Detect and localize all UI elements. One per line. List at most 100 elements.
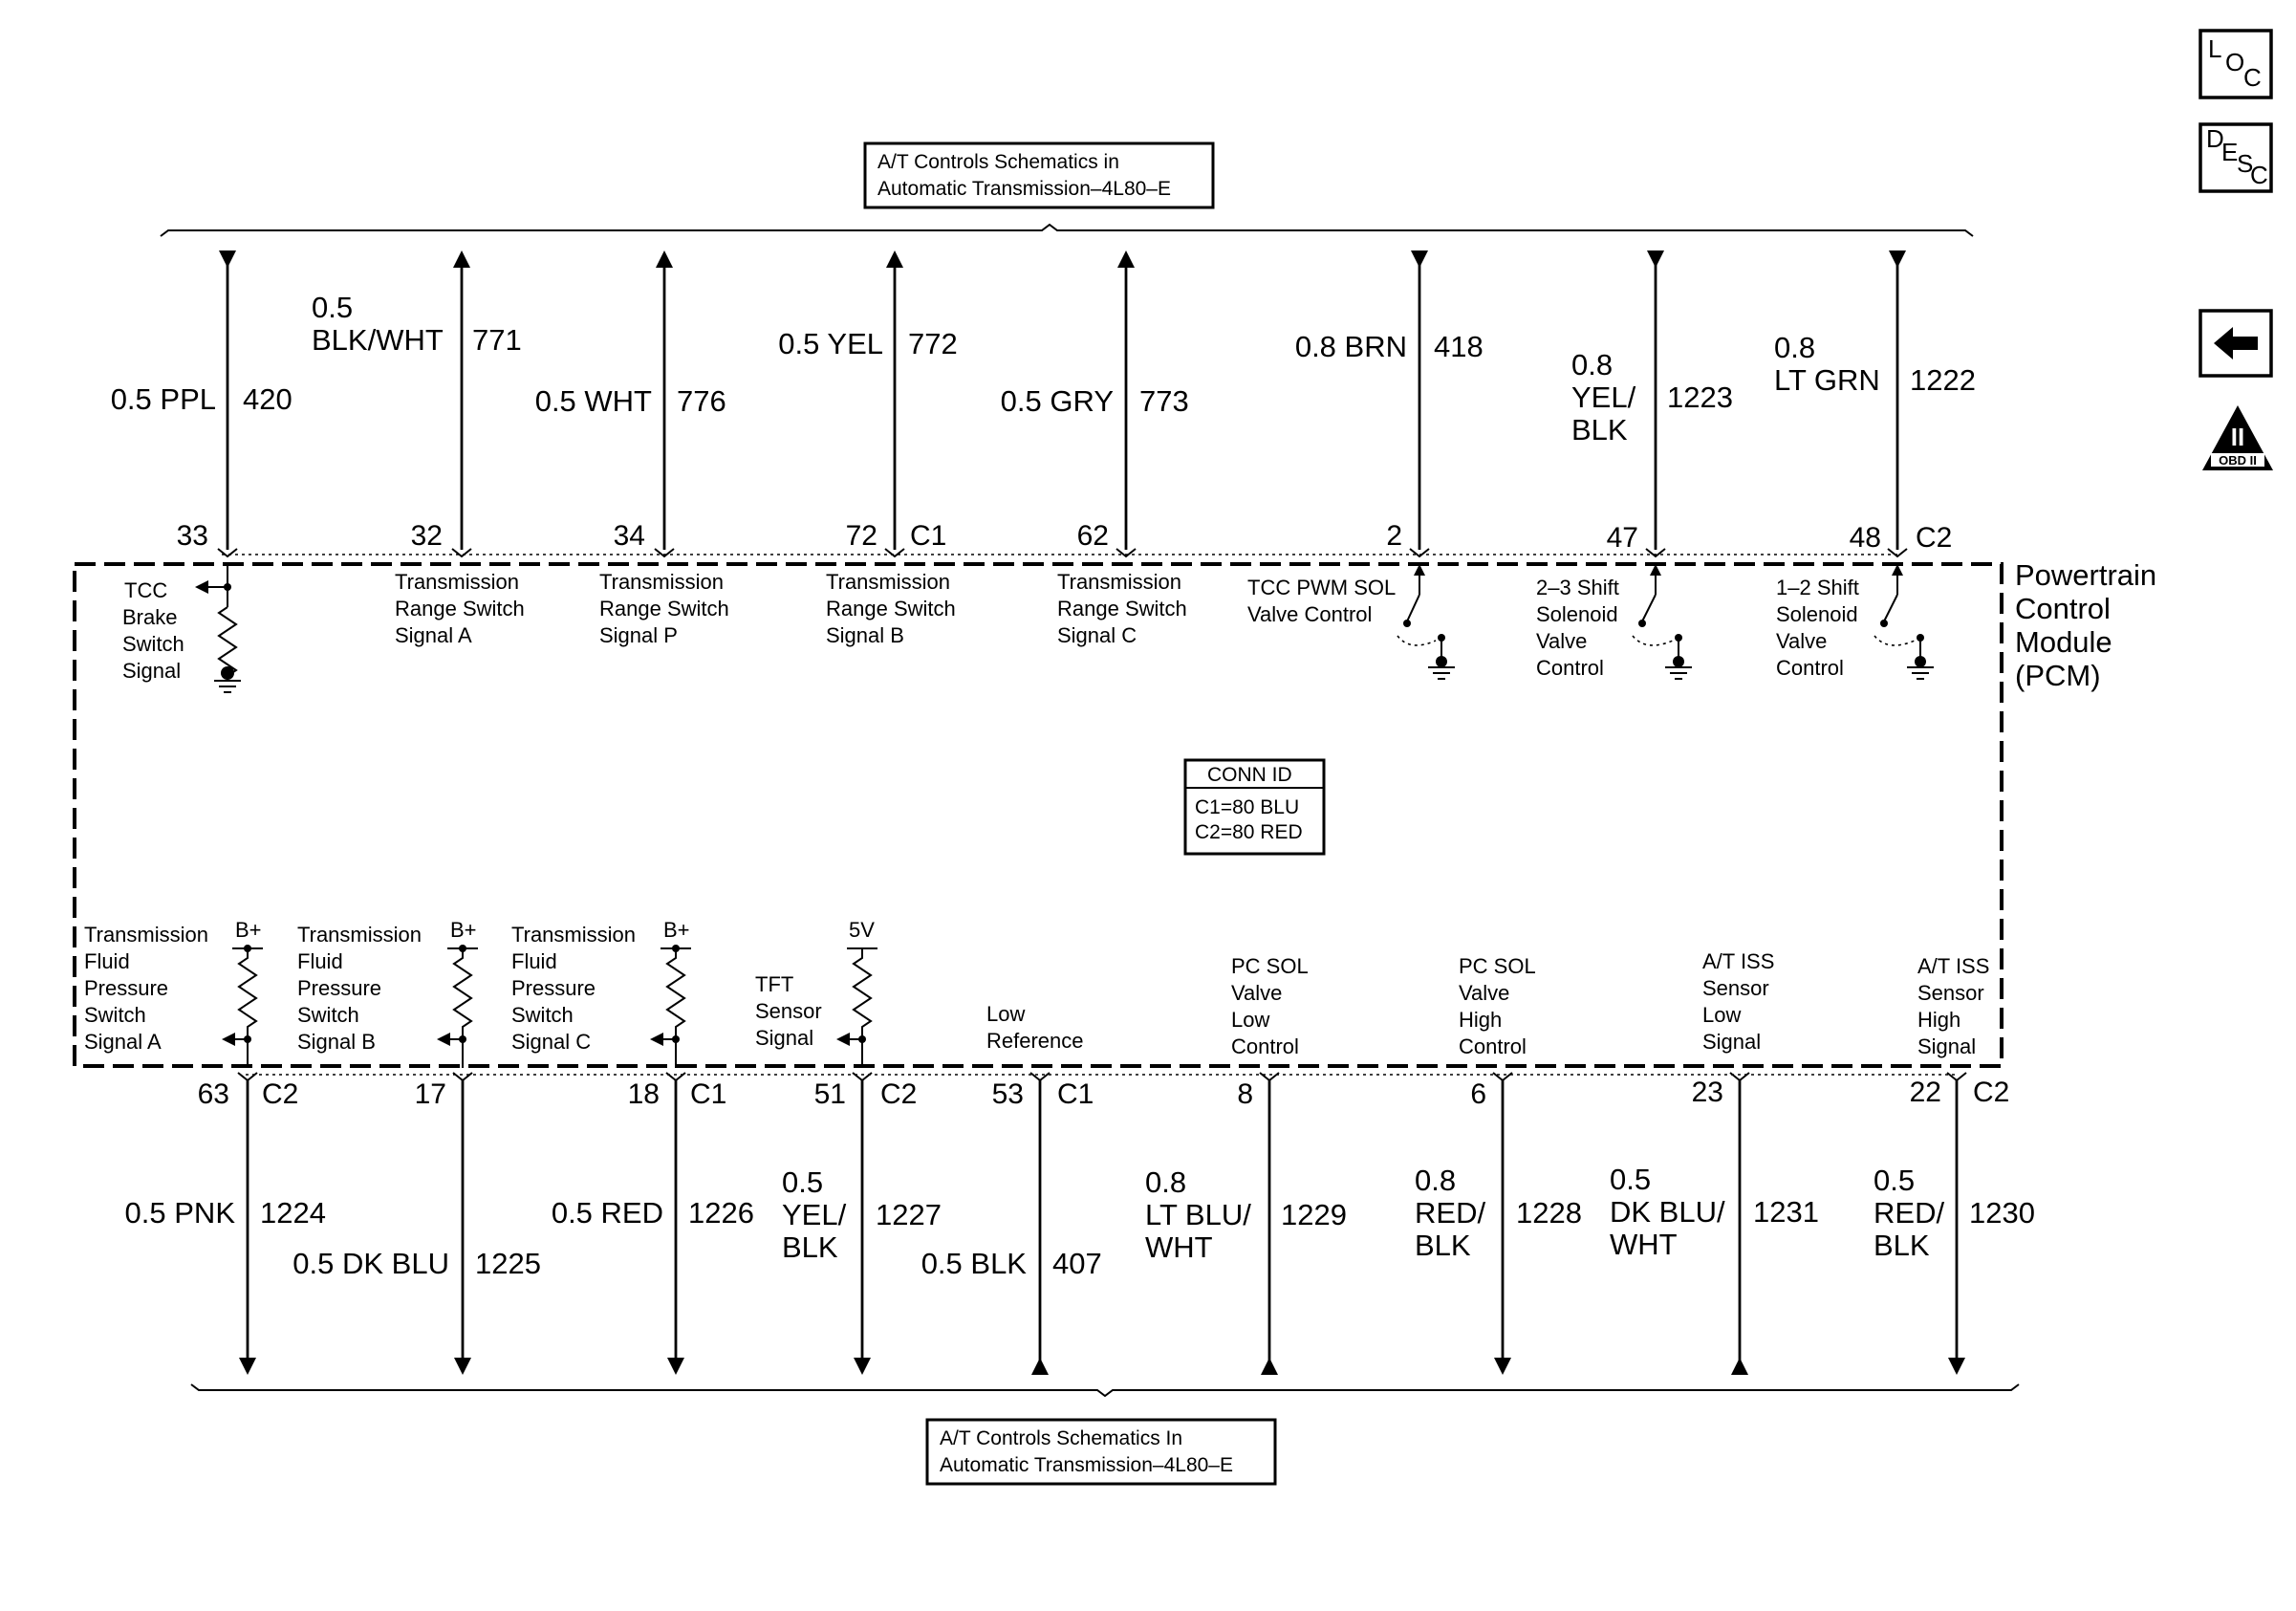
circuit-number: 407 [1052, 1247, 1102, 1280]
bottom-circuit-pin-8[interactable]: 8 0.8 LT BLU/ WHT 1229 PC SOL Valve Low … [1145, 954, 1347, 1375]
bottom-circuit-pin-63[interactable]: B+ 63 C2 0.5 PNK 1224 Transmission Fluid… [84, 918, 326, 1375]
circuit-description-line: Low [1702, 1003, 1741, 1027]
circuit-description-line: Valve [1231, 981, 1282, 1005]
circuit-number: 776 [677, 384, 726, 418]
top-circuit-pin-32[interactable]: 0.5 BLK/WHT 771 32 Transmission Range Sw… [312, 250, 525, 647]
bottom-reference-line2: Automatic Transmission–4L80–E [940, 1454, 1233, 1476]
pin-number: 17 [415, 1078, 446, 1110]
circuit-description-line: Signal [122, 659, 181, 683]
circuit-number: 1228 [1516, 1196, 1582, 1230]
pin-number: 22 [1910, 1077, 1941, 1108]
wire-color-label: 0.8 [1571, 348, 1613, 381]
circuit-description-line: Signal C [1057, 623, 1137, 647]
obd-ii-icon[interactable]: II OBD II [2202, 405, 2273, 470]
bottom-circuit-pin-18[interactable]: B+ 18 C1 0.5 RED 1226 Transmission Fluid… [511, 918, 754, 1375]
connector-id: C1 [1057, 1078, 1094, 1110]
circuit-description-line: Signal B [826, 623, 904, 647]
bottom-circuit-pin-22[interactable]: 22 C2 0.5 RED/ BLK 1230 A/T ISS Sensor H… [1874, 954, 2035, 1375]
top-reference-line2: Automatic Transmission–4L80–E [877, 178, 1171, 200]
circuit-number: 420 [243, 382, 292, 416]
back-arrow-icon[interactable] [2199, 309, 2273, 378]
bottom-circuit-pin-51[interactable]: 5V 51 C2 0.5 YEL/ BLK 1227 TFT Sensor Si… [755, 918, 942, 1375]
wire-color-label: 0.5 [1610, 1163, 1651, 1196]
circuit-description-line: High [1917, 1008, 1960, 1032]
wire-color-label: 0.5 BLK [921, 1247, 1028, 1280]
circuit-description-line: A/T ISS [1917, 954, 1989, 978]
pin-number: 8 [1237, 1078, 1253, 1110]
wire-color-label: 0.8 [1145, 1165, 1186, 1199]
circuit-description-line: Sensor [1702, 976, 1769, 1000]
wire-color-label: YEL/ [1571, 381, 1636, 414]
pin-number: 53 [992, 1078, 1024, 1110]
bottom-reference-box[interactable]: A/T Controls Schematics In Automatic Tra… [925, 1418, 1277, 1486]
circuit-description-line: Brake [122, 605, 177, 629]
circuit-description-line: Fluid [297, 949, 343, 973]
bottom-circuit-pin-23[interactable]: 23 0.5 DK BLU/ WHT 1231 A/T ISS Sensor L… [1610, 949, 1819, 1375]
loc-letter: C [2243, 63, 2262, 92]
pin-number: 48 [1850, 522, 1881, 554]
wire-color-label: 0.5 WHT [535, 384, 652, 418]
pin-number: 34 [614, 520, 645, 552]
circuit-description-line: Control [1536, 656, 1604, 680]
top-circuit-pin-62[interactable]: 0.5 GRY 773 62 Transmission Range Switch… [1001, 250, 1189, 647]
wire-color-label: 0.5 [312, 291, 353, 324]
circuit-description-line: Sensor [755, 999, 822, 1023]
wire-color-label: 0.8 BRN [1295, 330, 1407, 363]
wire-color-label: 0.5 DK BLU [292, 1247, 449, 1280]
circuit-number: 1229 [1281, 1198, 1347, 1231]
loc-letter: O [2225, 48, 2244, 76]
module-name-line: Control [2015, 592, 2111, 625]
wire-color-label: BLK [1874, 1229, 1930, 1262]
circuit-description-line: TCC [124, 578, 167, 602]
conn-id-line: C1=80 BLU [1195, 796, 1299, 818]
pin-number: 47 [1607, 522, 1638, 554]
circuit-description-line: Switch [297, 1003, 359, 1027]
circuit-number: 1230 [1969, 1196, 2035, 1230]
bottom-circuit-pin-53[interactable]: 53 C1 0.5 BLK 407 Low Reference [921, 1002, 1102, 1375]
loc-icon[interactable]: L O C [2199, 29, 2273, 99]
top-reference-box[interactable]: A/T Controls Schematics in Automatic Tra… [863, 142, 1215, 209]
circuit-description-line: Range Switch [1057, 597, 1187, 620]
circuit-description-line: Sensor [1917, 981, 1984, 1005]
wire-color-label: 0.5 YEL [778, 327, 883, 360]
wire-color-label: 0.5 [782, 1165, 823, 1199]
connector-id: C2 [1973, 1077, 2009, 1108]
pin-number: 63 [198, 1078, 229, 1110]
wire-color-label: 0.5 RED [552, 1196, 663, 1230]
circuit-description-line: Switch [122, 632, 184, 656]
connector-id: C2 [262, 1078, 298, 1110]
circuit-description-line: PC SOL [1231, 954, 1309, 978]
wire-color-label: BLK [1571, 413, 1628, 446]
circuit-description-line: Signal C [511, 1030, 591, 1054]
wire-color-label: LT GRN [1774, 363, 1880, 397]
bottom-reference-line1: A/T Controls Schematics In [940, 1427, 1182, 1449]
circuit-description-line: Signal P [599, 623, 678, 647]
top-circuit-pin-47[interactable]: 0.8 YEL/ BLK 1223 47 2–3 Shift Solenoid … [1536, 250, 1733, 680]
pin-number: 62 [1077, 520, 1109, 552]
circuit-number: 771 [472, 323, 522, 357]
wire-color-label: 0.8 [1415, 1164, 1456, 1197]
top-circuit-pin-72[interactable]: 0.5 YEL 772 72 C1 Transmission Range Swi… [778, 250, 958, 647]
wire-color-label: 0.5 PNK [125, 1196, 236, 1230]
top-circuit-pin-2[interactable]: 0.8 BRN 418 2 TCC PWM SOL Valve Control [1247, 250, 1484, 680]
pin-number: 6 [1470, 1078, 1486, 1110]
wire-color-label: RED/ [1415, 1196, 1485, 1230]
desc-letter: D [2206, 124, 2224, 153]
circuit-description-line: Control [1776, 656, 1844, 680]
bottom-circuit-pin-17[interactable]: B+ 17 0.5 DK BLU 1225 Transmission Fluid… [292, 918, 541, 1375]
circuit-number: 772 [908, 327, 958, 360]
top-circuit-pin-34[interactable]: 0.5 WHT 776 34 Transmission Range Switch… [535, 250, 729, 647]
pin-number: 23 [1692, 1077, 1723, 1108]
top-bracket [160, 223, 1974, 237]
top-circuit-pin-33[interactable]: 0.5 PPL 420 33 TCC Brake Switch Signal [111, 250, 292, 693]
bottom-circuit-pin-6[interactable]: 6 0.8 RED/ BLK 1228 PC SOL Valve High Co… [1415, 954, 1582, 1375]
circuit-description-line: Switch [84, 1003, 146, 1027]
circuit-description-line: 1–2 Shift [1776, 576, 1859, 599]
desc-icon[interactable]: D E S C [2199, 122, 2273, 193]
module-name-line: (PCM) [2015, 659, 2101, 692]
top-circuit-pin-48[interactable]: 0.8 LT GRN 1222 48 C2 1–2 Shift Solenoid… [1774, 250, 1976, 680]
circuit-description-line: Pressure [511, 976, 596, 1000]
circuit-description-line: Signal A [84, 1030, 162, 1054]
wire-color-label: 0.8 [1774, 331, 1815, 364]
circuit-description-line: Low [1231, 1008, 1269, 1032]
